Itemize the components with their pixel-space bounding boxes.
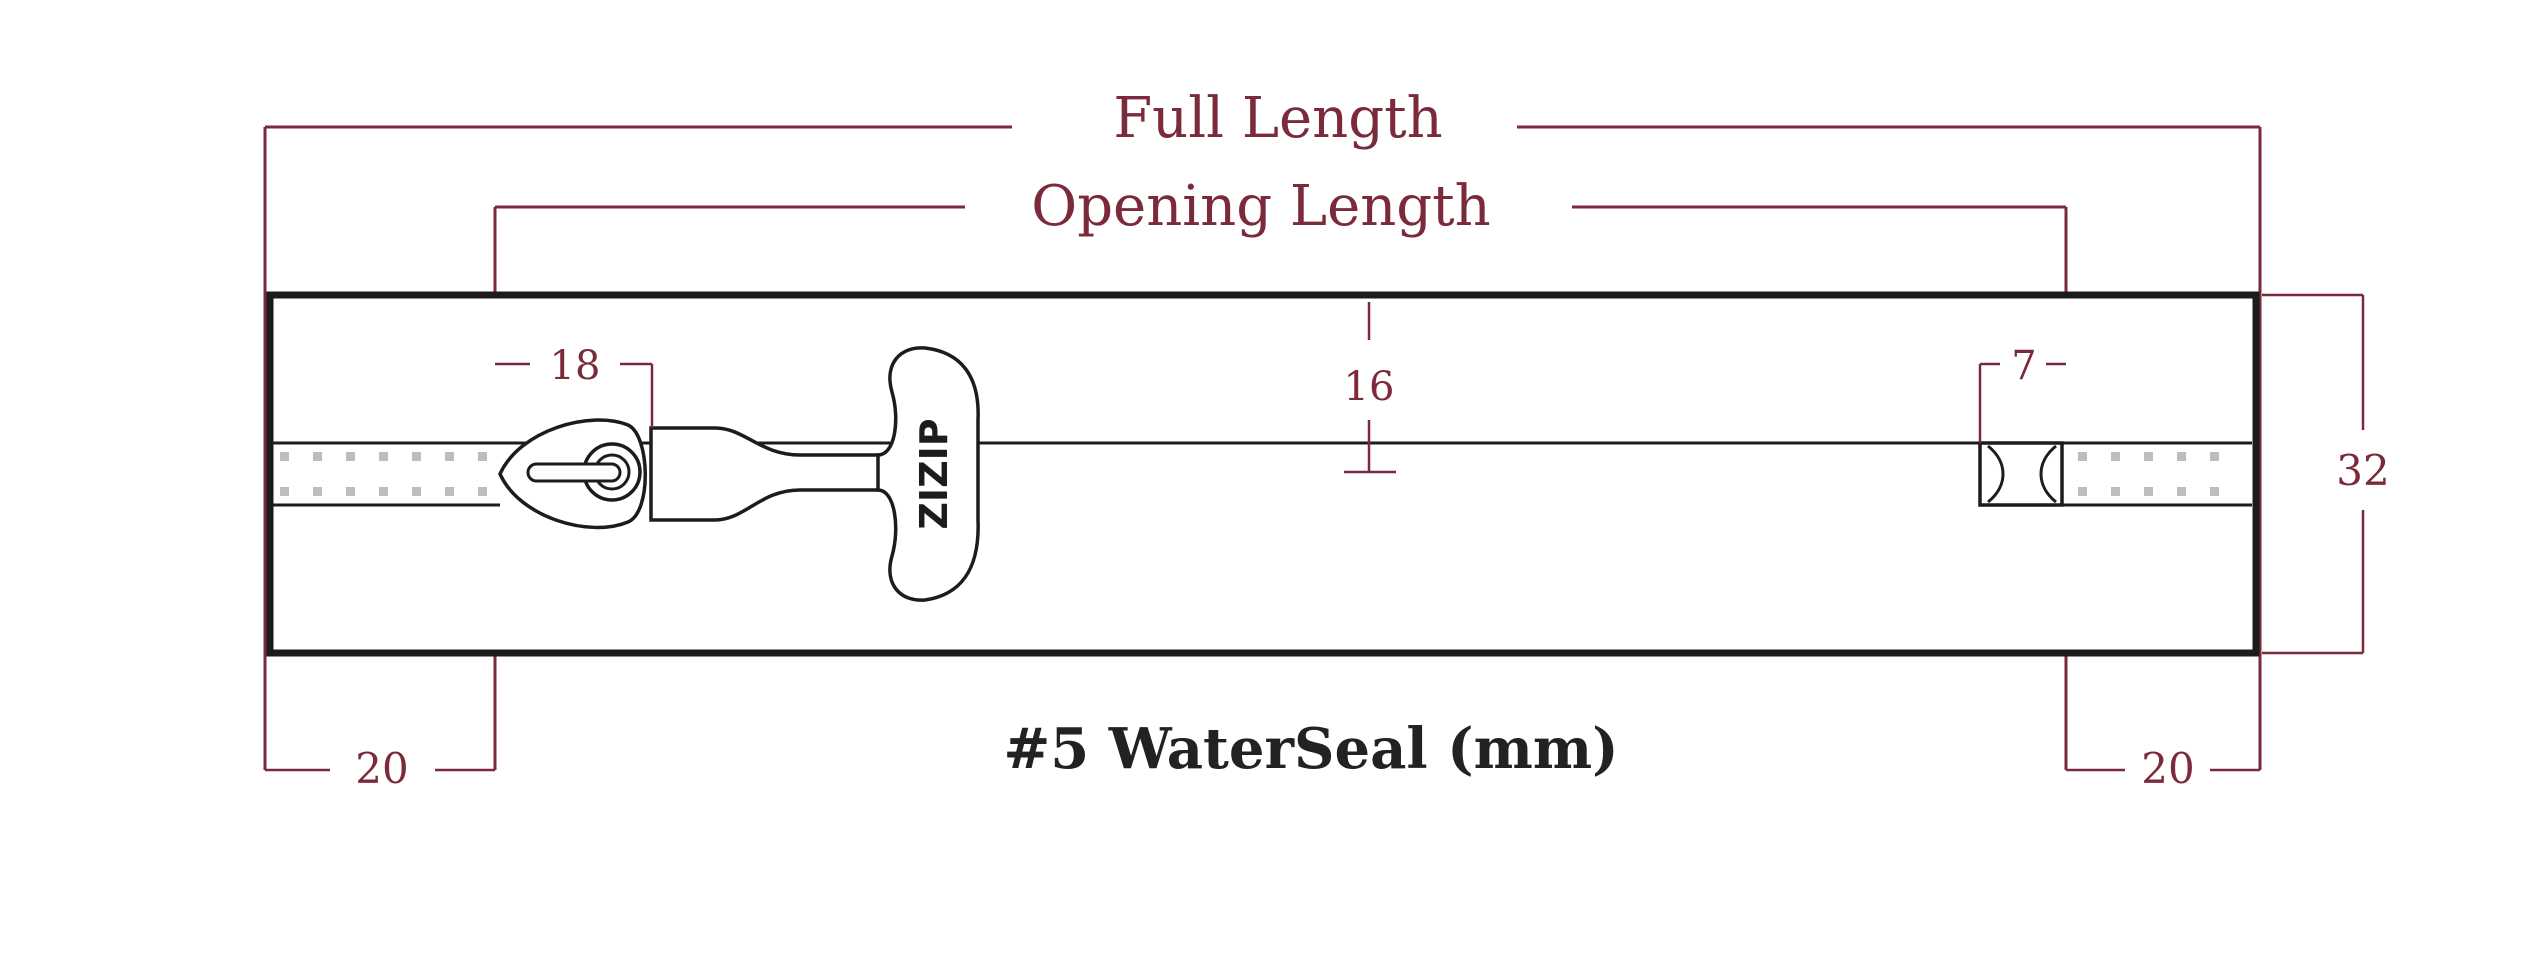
- bottom-stop: [1978, 441, 2064, 507]
- dim-left-end-label: 20: [355, 744, 408, 793]
- pull-tab: [876, 346, 980, 602]
- opening-length-label: Opening Length: [1031, 174, 1490, 239]
- full-length-label: Full Length: [1113, 86, 1442, 151]
- dim-tape-center-label: 16: [1344, 364, 1395, 410]
- right-chain-dots: [2078, 452, 2219, 496]
- left-chain-dots: [280, 452, 487, 496]
- dim-left-end: 20: [265, 744, 495, 793]
- diagram-caption: #5 WaterSeal (mm): [1003, 716, 1618, 782]
- dim-slider-gap: 18: [495, 343, 654, 428]
- dim-right-end: 20: [2066, 744, 2260, 793]
- dim-stop-width: 7: [1978, 343, 2066, 443]
- full-length-dimension: Full Length: [263, 86, 2262, 770]
- slider-pin: [526, 462, 622, 483]
- dim-total-height-label: 32: [2336, 446, 2389, 495]
- zipper-slider: ZIZIP: [498, 346, 980, 602]
- dim-total-height: 32: [2262, 293, 2390, 655]
- bottom-stop-curve-left: [1987, 444, 2005, 504]
- dim-right-end-label: 20: [2141, 744, 2194, 793]
- pull-tab-brand: ZIZIP: [912, 418, 956, 529]
- bottom-stop-curve-right: [2039, 444, 2057, 504]
- dim-tape-center: 16: [1344, 302, 1396, 474]
- dim-slider-gap-label: 18: [550, 343, 601, 389]
- dim-stop-width-label: 7: [2011, 343, 2036, 389]
- zipper-chain: [273, 441, 2252, 507]
